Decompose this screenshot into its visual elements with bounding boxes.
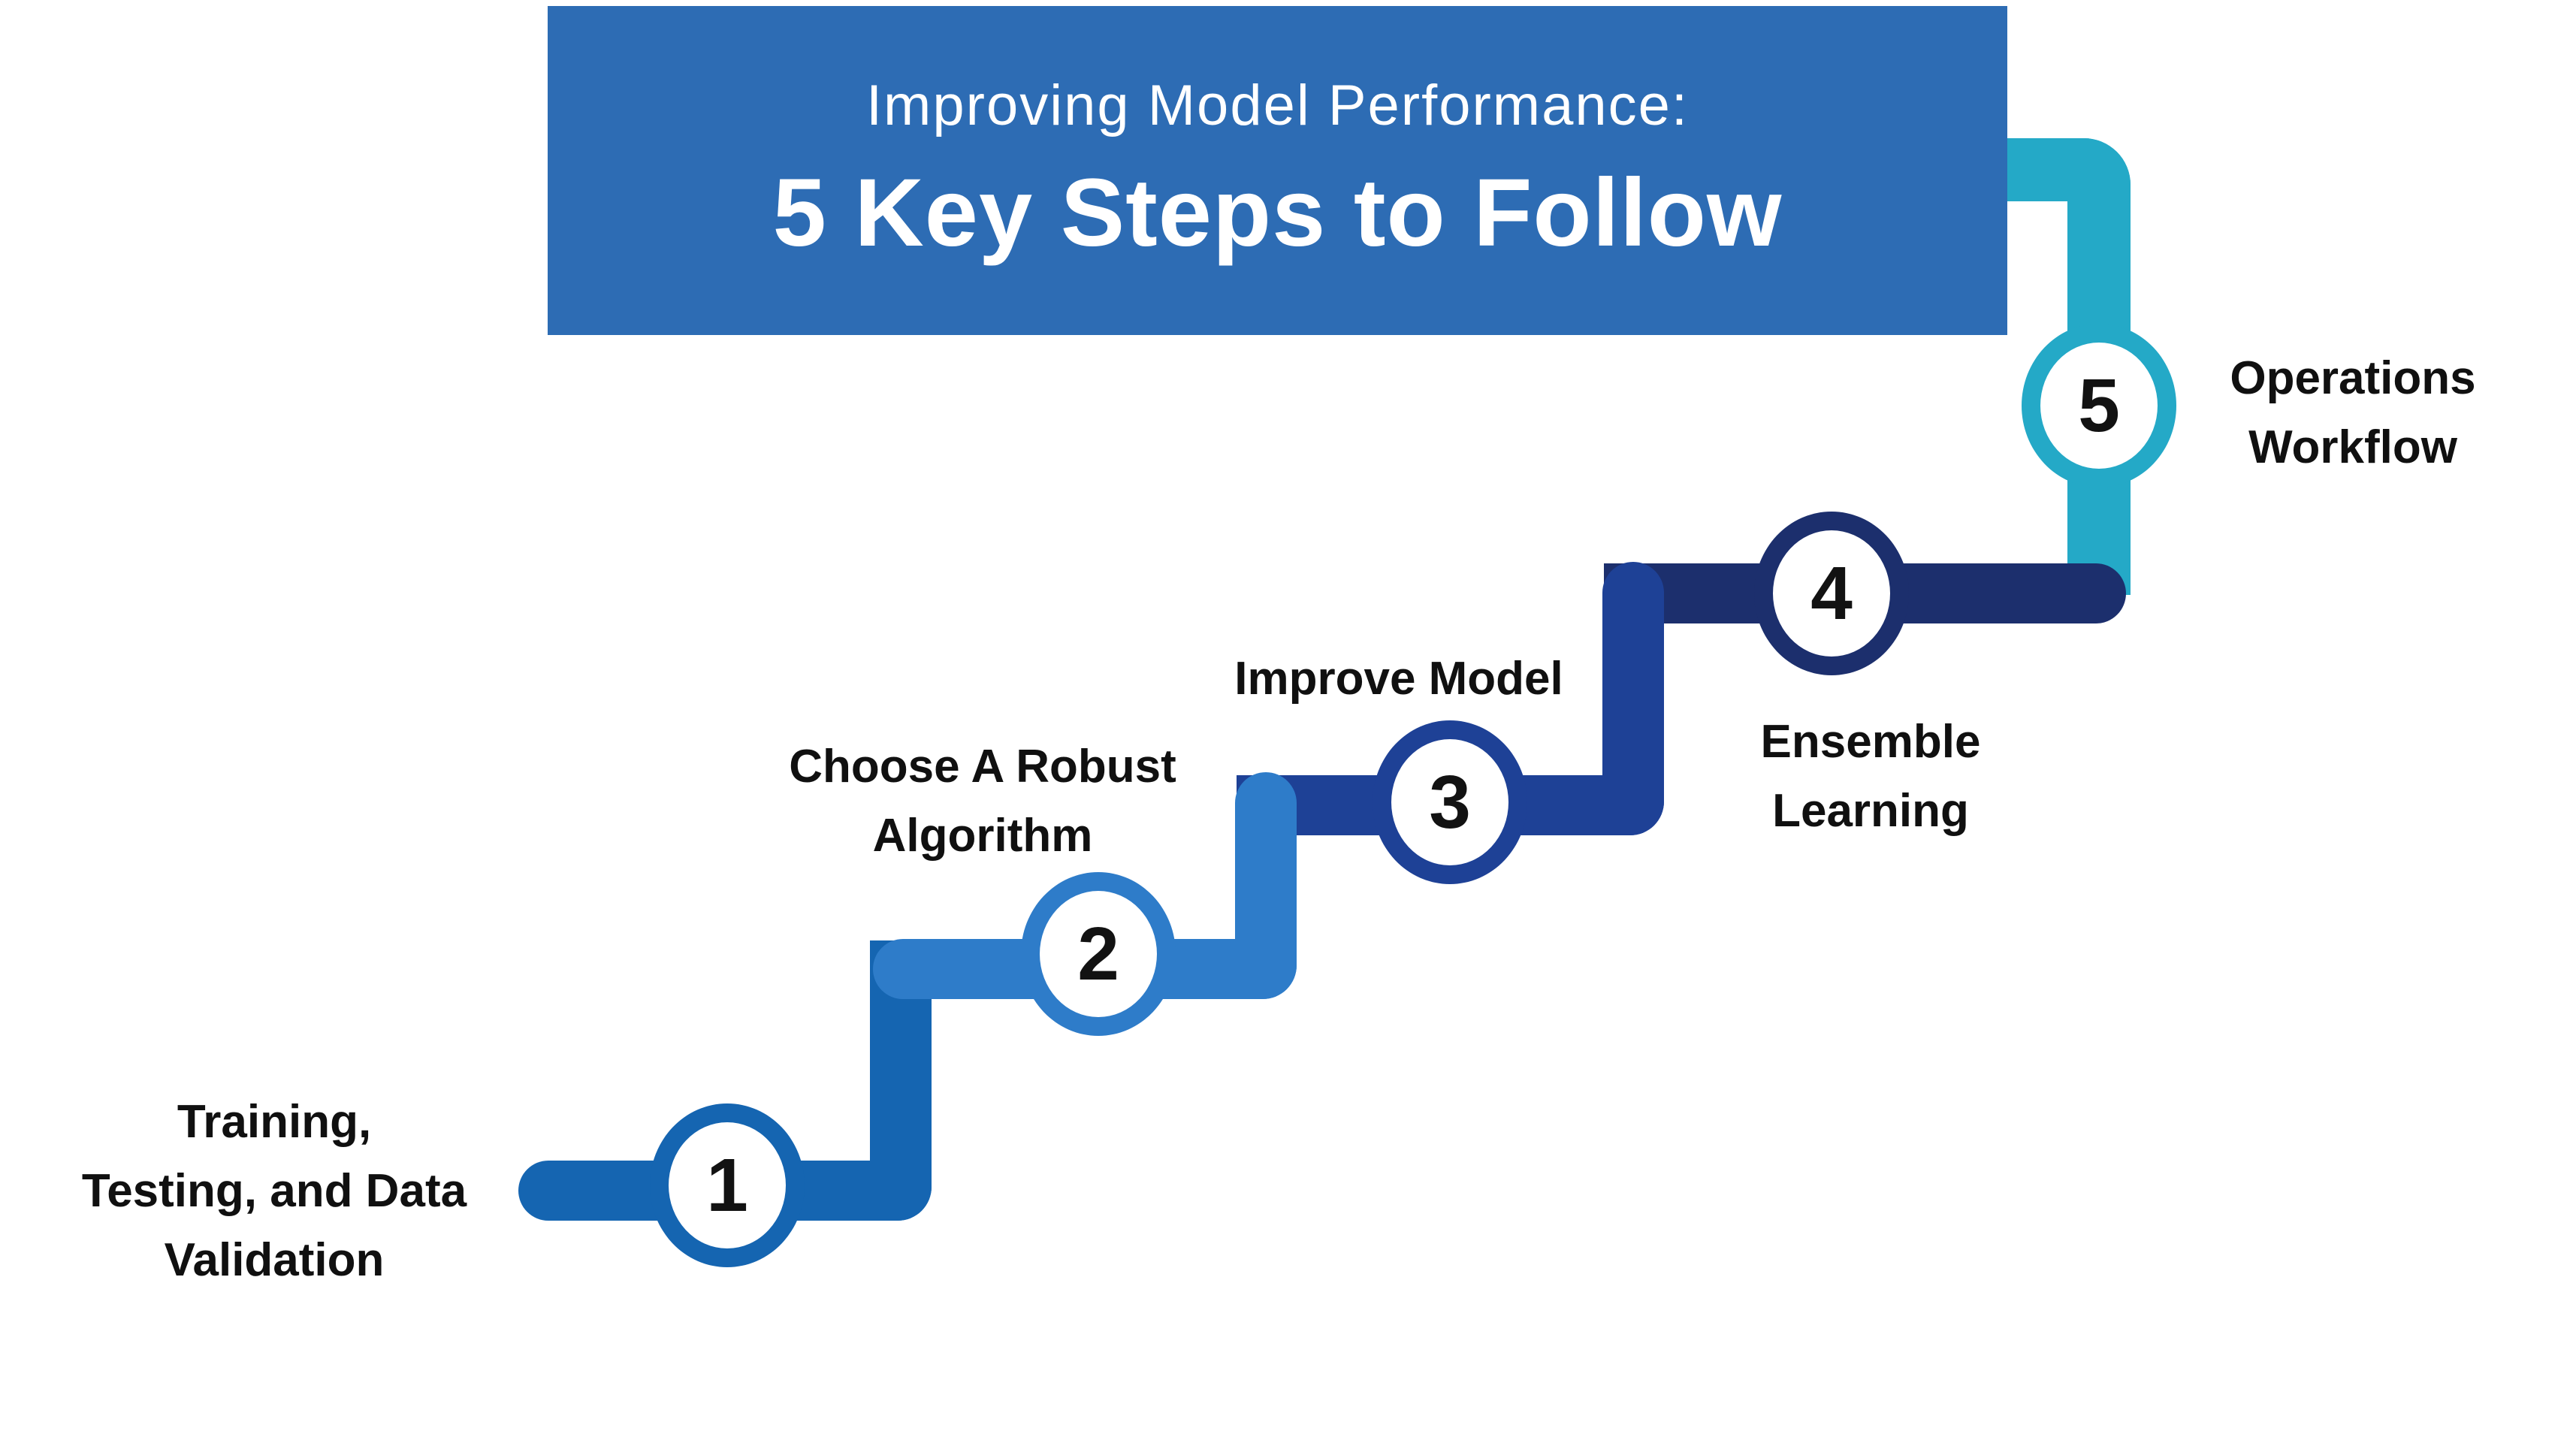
step-5-label: Operations Workflow [2230, 352, 2476, 473]
step-1-label: Training, Testing, and Data Validation [81, 1096, 467, 1286]
step-5-number: 5 [2078, 364, 2120, 448]
step-2-label: Choose A Robust Algorithm [789, 741, 1176, 862]
title-main: 5 Key Steps to Follow [772, 159, 1783, 267]
step-1-circle: 1 [650, 1103, 805, 1267]
step-3-label: Improve Model [1234, 653, 1563, 705]
step-2-number: 2 [1077, 912, 1119, 996]
title-subtitle: Improving Model Performance: [865, 74, 1690, 137]
step-3-connector [1602, 562, 1664, 835]
title-banner: Improving Model Performance: 5 Key Steps… [548, 6, 2007, 335]
step-3-circle: 3 [1373, 720, 1527, 884]
step-5-circle: 5 [2022, 324, 2176, 488]
step-4-label: Ensemble Learning [1760, 716, 1981, 837]
step-1-number: 1 [706, 1143, 748, 1227]
step-4-circle: 4 [1754, 512, 1909, 675]
step-2-circle: 2 [1021, 872, 1176, 1036]
step-3-number: 3 [1429, 760, 1471, 844]
step-2-connector [1235, 772, 1297, 999]
step-4-number: 4 [1810, 551, 1853, 635]
